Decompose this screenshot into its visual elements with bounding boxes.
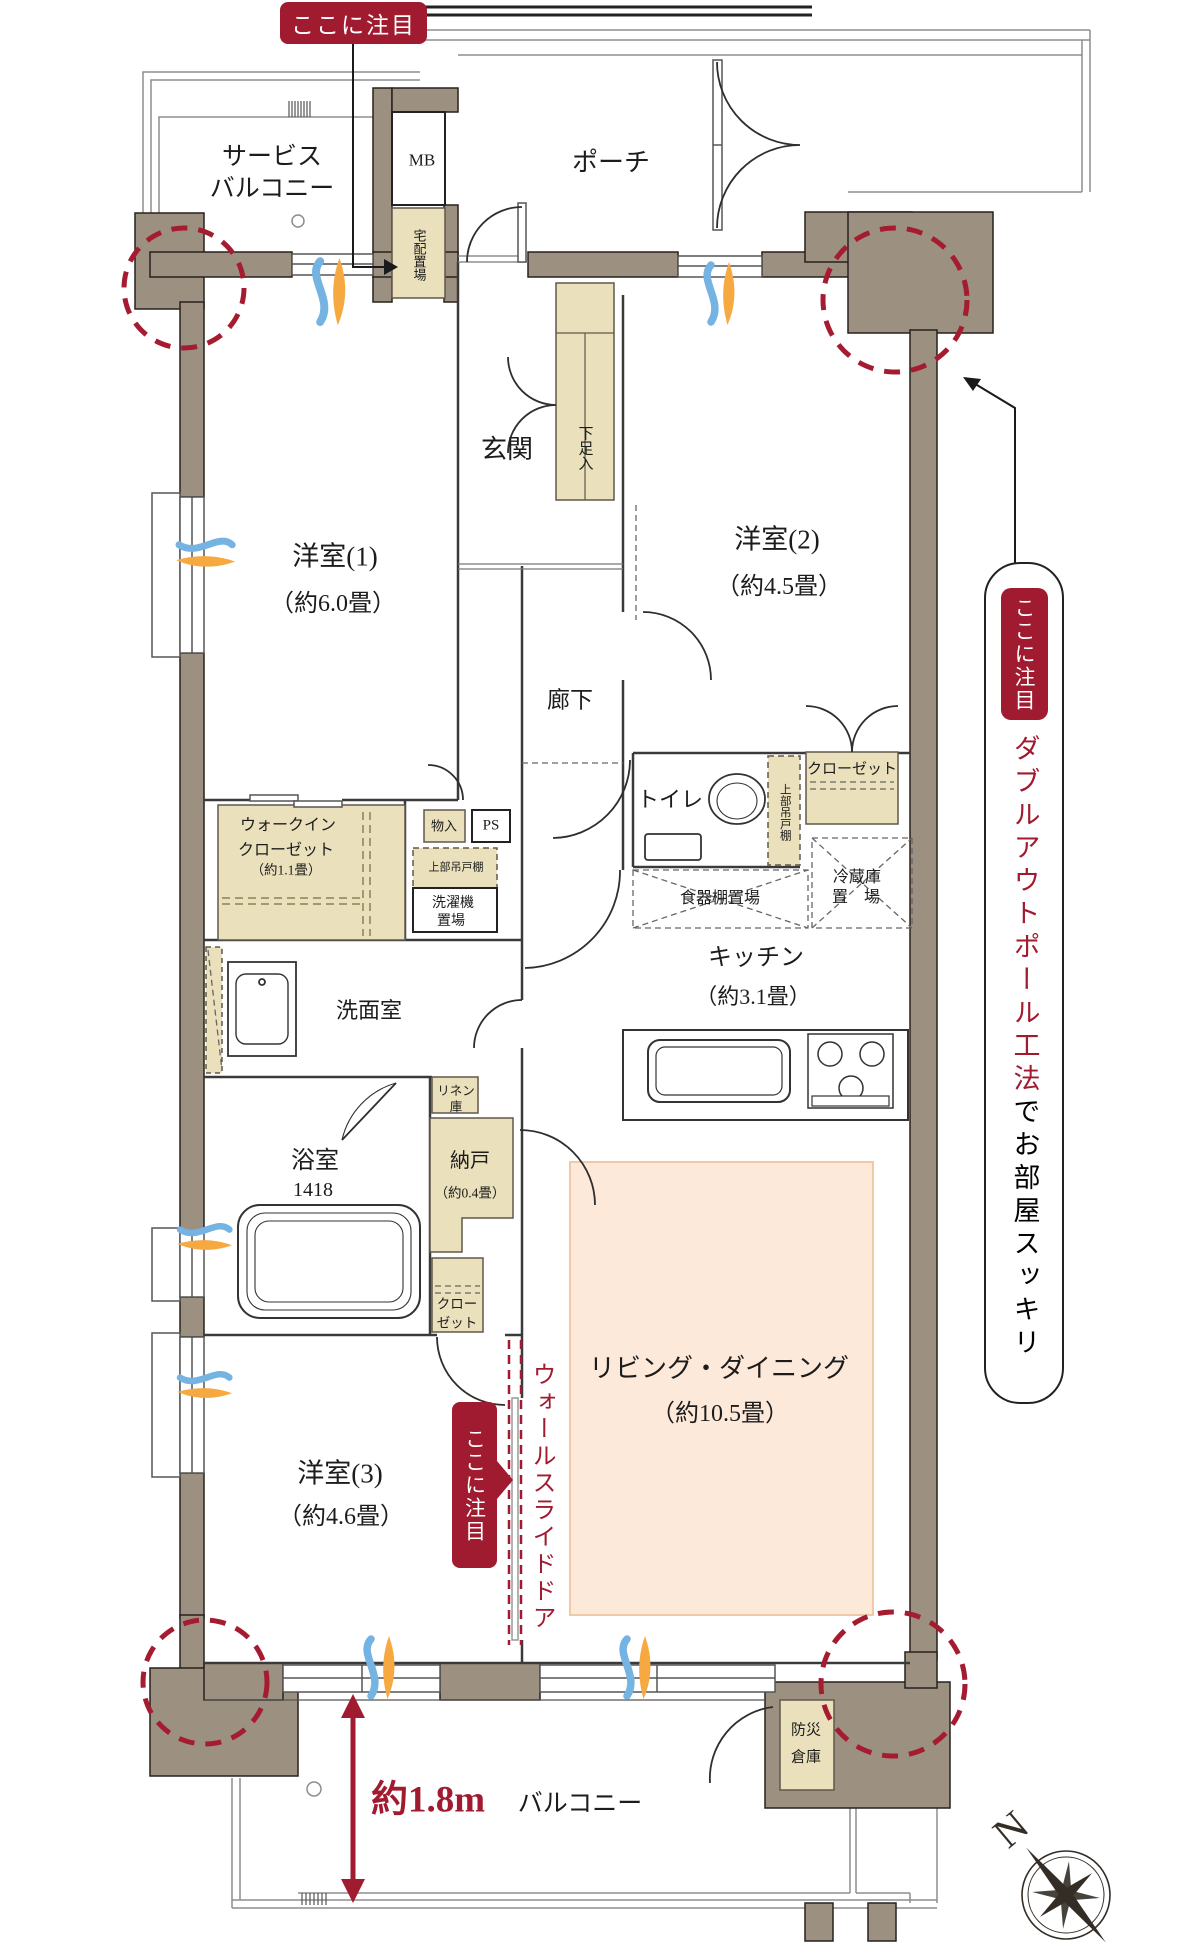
label-bathroom-size: 1418: [293, 1179, 333, 1201]
outer-pole-circles: [121, 225, 970, 1759]
label-porch: ポーチ: [571, 148, 651, 177]
callout-badge-delivery: ここに注目: [280, 2, 427, 44]
label-hallway: 廊下: [547, 687, 593, 713]
label-service-balcony-1: サービス: [221, 143, 323, 171]
label-ps: PS: [482, 817, 500, 834]
label-shoe-cabinet: 下足入: [576, 425, 593, 471]
label-western3-name: 洋室(3): [297, 1458, 383, 1489]
label-disaster-storage-2: 倉庫: [790, 1749, 822, 1766]
arrowhead-outer-pole: [963, 377, 981, 391]
label-balcony: バルコニー: [517, 1790, 643, 1818]
wall-slide-door: [507, 1340, 523, 1645]
label-storage-small: 物入: [430, 818, 458, 834]
service-boxes: [391, 111, 511, 933]
label-wic-2: クローゼット: [237, 842, 335, 859]
callout-badge-wall-slide: ここに注目: [452, 1402, 497, 1568]
dimension-arrow: [341, 1694, 365, 1903]
label-western3-size: （約4.6畳）: [278, 1504, 404, 1530]
label-toilet-upper-cabinet: 上部吊戸棚: [778, 783, 791, 841]
label-laundry-2: 置場: [437, 914, 465, 929]
outer-pole-feature-rest: でお部屋スッキリ: [1009, 1097, 1040, 1361]
label-fridge-2: 置 場: [831, 889, 881, 906]
label-nando-name: 納戸: [450, 1150, 490, 1172]
label-washroom: 洗面室: [335, 998, 403, 1023]
vanity-sink: [227, 961, 297, 1057]
label-nando-size: （約0.4畳）: [434, 1185, 506, 1201]
label-balcony-depth: 約1.8m: [370, 1779, 486, 1821]
callout-connectors: [352, 44, 1016, 563]
label-living-dining-size: （約10.5畳）: [651, 1401, 789, 1427]
toilet-fixture: [644, 773, 766, 861]
label-delivery-box: 宅配置場: [411, 229, 427, 281]
label-wic-3: （約1.1畳）: [250, 862, 322, 878]
label-wic-1: ウォークイン: [239, 817, 337, 834]
compass-icon: N: [985, 1803, 1111, 1943]
living-dining-zone: [569, 1161, 874, 1616]
label-closet-w3-2: ゼット: [436, 1315, 478, 1331]
label-laundry-1: 洗濯機: [432, 896, 474, 911]
label-living-dining-name: リビング・ダイニング: [588, 1354, 850, 1383]
label-disaster-storage-1: 防災: [790, 1722, 822, 1739]
label-linen-1: リネン: [437, 1083, 475, 1098]
label-western1-name: 洋室(1): [292, 541, 378, 572]
label-kitchen-name: キッチン: [708, 945, 804, 971]
callout-pointer-wall-slide: [497, 1461, 513, 1499]
label-western2-name: 洋室(2): [734, 524, 820, 555]
door-arcs: [341, 61, 899, 1784]
outer-pole-callout-text: ダブルアウトポール工法でお部屋スッキリ: [1009, 734, 1040, 1361]
entry-step-lines: [458, 255, 623, 570]
label-western2-size: （約4.5畳）: [716, 574, 842, 600]
label-toilet: トイレ: [636, 787, 704, 812]
balcony-railings: [142, 29, 1091, 1909]
label-linen-2: 庫: [449, 1099, 463, 1114]
outer-pole-callout-box: ここに注目 ダブルアウトポール工法でお部屋スッキリ: [984, 562, 1064, 1404]
label-dish-shelf: 食器棚置場: [679, 890, 761, 907]
label-mb: MB: [408, 150, 436, 170]
label-bathroom-name: 浴室: [291, 1148, 339, 1174]
label-closet-w2: クローゼット: [806, 761, 898, 778]
label-entrance: 玄関: [480, 435, 534, 464]
callout-badge-outer-pole: ここに注目: [1000, 588, 1048, 720]
label-closet-w3-1: クロー: [436, 1296, 478, 1312]
shoe-cabinet-lines: [556, 332, 614, 500]
slab-edge-lines: [405, 5, 812, 17]
compass-north-label: N: [985, 1803, 1038, 1858]
label-western1-size: （約6.0畳）: [270, 591, 396, 617]
label-laundry-upper-cabinet: 上部吊戸棚: [428, 861, 484, 874]
label-kitchen-size: （約3.1畳）: [695, 984, 811, 1009]
kitchen-counter: [622, 1029, 909, 1121]
label-service-balcony-2: バルコニー: [209, 175, 335, 203]
label-fridge-1: 冷蔵庫: [832, 869, 882, 886]
outer-pole-feature-red: ダブルアウトポール工法: [1009, 734, 1040, 1097]
vent-hatches: [288, 101, 327, 1905]
bathtub: [237, 1204, 421, 1319]
arrowhead-delivery: [384, 259, 398, 275]
label-wall-slide-door: ウォールスライドドア: [528, 1362, 554, 1632]
